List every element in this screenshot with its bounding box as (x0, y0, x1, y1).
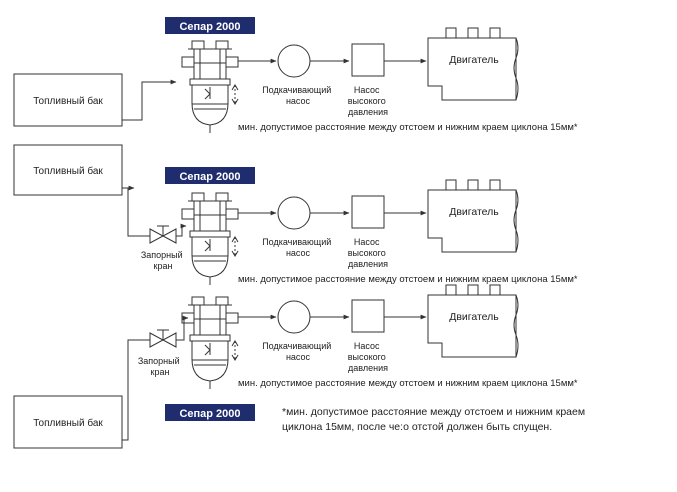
title-label: Сепар 2000 (179, 21, 240, 33)
footnote: *мин. допустимое расстояние между отстое… (282, 406, 588, 433)
row-2: Сепар 2000 Топливный бак Запорный кран Д… (13, 144, 578, 286)
fuel-tank (13, 73, 123, 127)
fuel-tank (13, 395, 123, 449)
separator-filter-icon (181, 192, 239, 286)
engine-label: Двигатель (449, 54, 499, 66)
valve-label: Запорный кран (138, 356, 182, 377)
fuel-line (122, 339, 150, 441)
shutoff-valve-icon (149, 329, 177, 348)
feed-pump-label: Подкачивающий насос (262, 85, 334, 106)
high-pressure-pump-icon (351, 195, 385, 229)
engine-label: Двигатель (449, 311, 499, 323)
fuel-tank (13, 144, 123, 196)
separator-filter-icon (181, 296, 239, 390)
valve-label: Запорный кран (141, 250, 185, 271)
feed-pump-icon (277, 196, 311, 230)
fuel-tank-label: Топливный бак (33, 165, 103, 177)
hp-pump-label: Насос высокого давления (348, 237, 389, 269)
hp-pump-label: Насос высокого давления (348, 341, 389, 373)
title-badge (165, 17, 255, 34)
title-label: Сепар 2000 (179, 408, 240, 420)
distance-note: мин. допустимое расстояние между отстоем… (238, 378, 578, 389)
fuel-line (122, 79, 177, 121)
title-badge (165, 404, 255, 421)
feed-pump-icon (277, 300, 311, 334)
fuel-line (127, 188, 150, 237)
fuel-tank-label: Топливный бак (33, 417, 103, 429)
distance-note: мин. допустимое расстояние между отстоем… (238, 274, 578, 285)
fuel-line (176, 223, 187, 237)
hp-pump-label: Насос высокого давления (348, 85, 389, 117)
high-pressure-pump-icon (351, 43, 385, 77)
title-label: Сепар 2000 (179, 171, 240, 183)
high-pressure-pump-icon (351, 299, 385, 333)
row-1: Сепар 2000 Топливный бак Двигатель Подка… (13, 17, 578, 134)
distance-note: мин. допустимое расстояние между отстоем… (238, 122, 578, 133)
separator-filter-icon (181, 40, 239, 134)
fuel-tank-label: Топливный бак (33, 95, 103, 107)
engine-label: Двигатель (449, 206, 499, 218)
title-badge (165, 167, 255, 184)
shutoff-valve-icon (149, 225, 177, 244)
fuel-line (176, 315, 189, 341)
row-3: Запорный кран Двигатель Подкачивающий на… (13, 284, 588, 449)
feed-pump-icon (277, 44, 311, 78)
feed-pump-label: Подкачивающий насос (262, 341, 334, 362)
feed-pump-label: Подкачивающий насос (262, 237, 334, 258)
